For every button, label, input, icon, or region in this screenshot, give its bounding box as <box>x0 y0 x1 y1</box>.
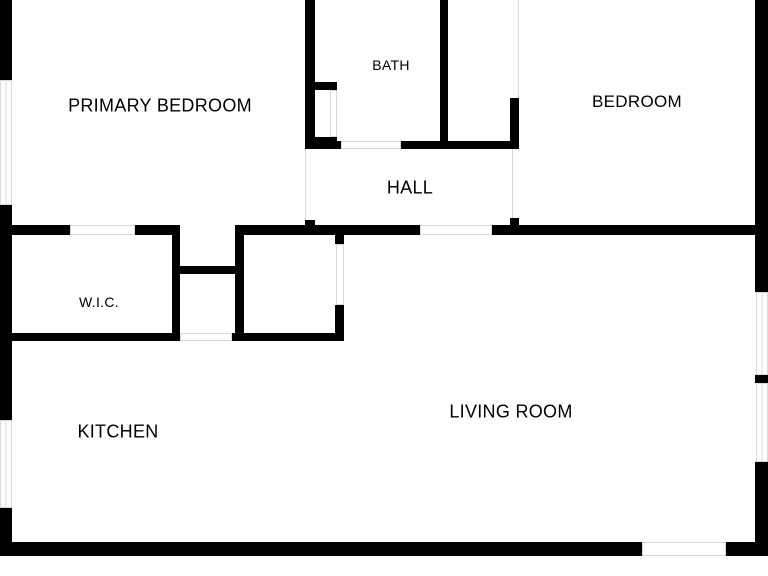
exterior-wall-bottom-left <box>0 542 642 556</box>
room-label-kitchen: KITCHEN <box>77 421 159 442</box>
exterior-wall-right-upper <box>755 0 768 292</box>
bath-closet-notch-top <box>315 82 337 90</box>
wic-wall-right <box>172 225 180 341</box>
bath-wall-right <box>440 0 448 145</box>
room-label-wic: W.I.C. <box>79 294 119 310</box>
exterior-wall-left-upper <box>0 0 12 80</box>
bath-wall-left <box>305 0 315 149</box>
exterior-wall-right-lower <box>755 462 768 556</box>
center-closet-door-opening <box>336 244 344 305</box>
entry-door-opening <box>642 542 726 556</box>
hall-wall-south-left <box>0 225 70 235</box>
bath-wall-bottom <box>305 141 341 149</box>
closet-wall-right-top <box>335 232 344 244</box>
room-label-living-room: LIVING ROOM <box>449 401 573 422</box>
exterior-wall-left-middle <box>0 205 12 420</box>
hall-wall-south-right <box>492 225 768 235</box>
bedroom-door-opening <box>420 225 492 235</box>
closet-wall-bottom <box>232 333 344 341</box>
bath-closet-opening <box>330 90 337 137</box>
bath-door-opening <box>341 141 401 149</box>
room-label-primary-bedroom: PRIMARY BEDROOM <box>68 95 252 116</box>
room-label-bath: BATH <box>372 57 410 73</box>
hall-wall-south-mid <box>135 225 180 235</box>
window-left-lower <box>0 420 12 508</box>
closet-wall-left <box>235 225 244 341</box>
hall-door-jamb-left <box>305 220 315 228</box>
primary-bedroom-door-opening <box>70 225 135 235</box>
room-label-bedroom: BEDROOM <box>592 92 682 111</box>
exterior-wall-right-middle <box>755 375 768 383</box>
hall-door-jamb-right <box>510 218 519 228</box>
closet-door-opening <box>180 333 232 341</box>
closet-wall-right-bottom <box>335 305 344 341</box>
room-label-hall: HALL <box>386 177 434 198</box>
hall-wall-south-center <box>235 225 420 235</box>
window-left-upper <box>0 80 12 205</box>
closet-wall-between <box>178 266 242 274</box>
bath-wall-bottom-right <box>401 141 519 149</box>
linen-closet-wall-right <box>510 98 519 149</box>
wic-wall-bottom <box>0 333 180 341</box>
